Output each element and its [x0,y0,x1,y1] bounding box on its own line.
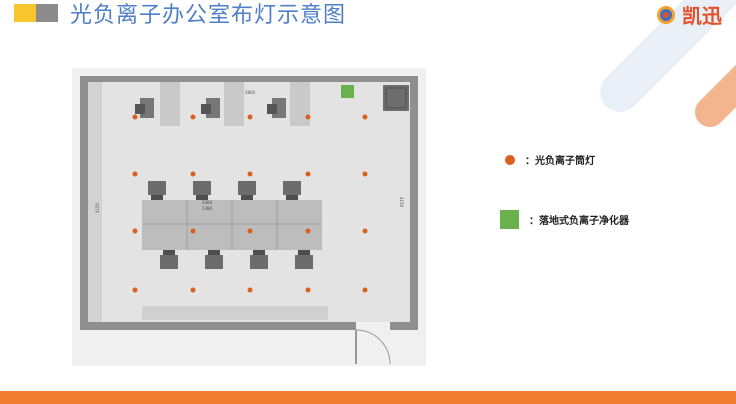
top-desk-2 [201,82,244,126]
page-title: 光负离子办公室布灯示意图 [70,3,347,28]
legend-purifier-label: ：落地式负离子净化器 [529,216,629,227]
bottom-accent-bar [0,391,736,404]
downlight-marker-icon [505,154,515,165]
chair-bottom-3 [250,250,268,269]
downlight [362,287,368,293]
downlight [305,114,311,120]
downlight [247,228,253,234]
chair-top-4 [283,181,301,200]
corner-cabinet [383,85,409,111]
chair-top-2 [193,181,211,200]
floor-purifier-icon [341,85,354,98]
chair-bottom-2 [205,250,223,269]
downlight [132,114,138,120]
chair-bottom-4 [295,250,313,269]
downlight [190,228,196,234]
downlight [132,171,138,177]
desk-label-b: 1380 [202,206,213,211]
downlight [305,228,311,234]
chair-top-1 [148,181,166,200]
downlight [247,287,253,293]
downlight [305,171,311,177]
chair-top-3 [238,181,256,200]
downlight [132,287,138,293]
downlight [362,114,368,120]
gray-accent-square [36,4,58,22]
bottom-counter [142,306,328,320]
chair-bottom-1 [160,250,178,269]
downlight [190,287,196,293]
downlight [305,287,311,293]
legend-downlight: ：光负离子筒灯 [505,152,595,167]
downlights [132,114,368,293]
top-desk-3 [267,82,310,126]
title-bar: 光负离子办公室布灯示意图 [14,0,347,28]
logo-icon [657,5,675,24]
downlight [190,171,196,177]
downlight [247,171,253,177]
desk-label-a: 3300 [202,200,213,205]
purifier-marker-icon [500,210,519,229]
top-dimension: 3800 [245,90,256,95]
door-swing [355,329,391,365]
top-desk-1 [135,82,180,126]
downlight [247,114,253,120]
decorative-stripes [600,0,736,127]
legend-purifier: ：落地式负离子净化器 [500,210,629,229]
left-dimension: 4150 [95,202,100,213]
brand-logo: 凯迅 [656,0,722,29]
downlight [362,171,368,177]
yellow-accent-square [14,4,36,22]
downlight [362,228,368,234]
legend-downlight-label: ：光负离子筒灯 [525,156,595,167]
downlight [190,114,196,120]
floor-plan: 3800 3800 4150 4150 3300 1380 [72,68,426,366]
right-dimension: 4150 [399,197,404,208]
logo-text: 凯迅 [682,4,722,28]
downlight [132,228,138,234]
door-opening [356,322,390,332]
